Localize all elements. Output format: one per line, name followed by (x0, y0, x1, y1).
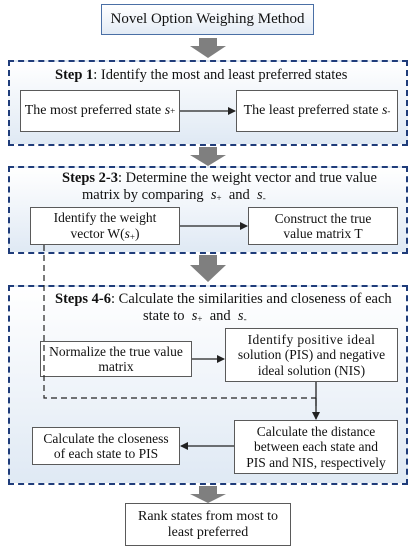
big-arrow-1 (190, 38, 226, 58)
most-preferred-text: The most preferred state (24, 103, 162, 119)
step3-heading-line1: : Calculate the similarities and closene… (111, 291, 392, 307)
weight-vector-box: Identify the weight vector W(s+) (30, 207, 180, 245)
least-preferred-box: The least preferred state s- (236, 90, 398, 132)
step3-s-minus: s (237, 307, 244, 324)
step3-heading-label: Steps 4-6 (55, 291, 111, 307)
normalize-box: Normalize the true value matrix (40, 341, 192, 377)
rank-states-box: Rank states from most to least preferred (125, 503, 291, 546)
s-plus-symbol: s (164, 103, 171, 119)
normalize-line2: matrix (98, 359, 134, 374)
pis-nis-box: Identify positive ideal solution (PIS) a… (225, 328, 398, 382)
step2-s-minus-sub: - (262, 192, 266, 203)
step3-heading: Steps 4-6: Calculate the similarities an… (55, 291, 392, 324)
weight-vector-line1: Identify the weight (53, 210, 157, 226)
least-preferred-text: The least preferred state (243, 103, 379, 119)
weight-vector-s: s (124, 225, 130, 241)
pis-nis-line2: solution (PIS) and negative (237, 347, 386, 363)
rank-line2: least preferred (167, 524, 249, 540)
step3-s-plus: s (191, 307, 198, 324)
big-arrow-2 (190, 147, 226, 166)
weight-vector-s-sub: + (129, 231, 135, 242)
closeness-box: Calculate the closeness of each state to… (32, 427, 180, 465)
true-value-matrix-box: Construct the true value matrix T (248, 207, 398, 245)
s-plus-subscript: + (170, 105, 176, 116)
step1-heading-text: : Identify the most and least preferred … (93, 67, 348, 83)
distance-line3: PIS and NIS, respectively (246, 454, 386, 470)
s-minus-symbol: s (381, 103, 388, 119)
big-arrow-3 (190, 255, 226, 282)
title-text: Novel Option Weighing Method (110, 11, 305, 28)
most-preferred-box: The most preferred state s+ (20, 90, 180, 132)
distance-line1: Calculate the distance (256, 424, 376, 440)
true-value-matrix-line1: Construct the true (274, 210, 372, 226)
step1-heading: Step 1: Identify the most and least pref… (55, 67, 347, 84)
step2-s-plus-sub: + (216, 192, 222, 203)
step2-s-minus: s (257, 186, 263, 203)
normalize-line1: Normalize the true value (49, 343, 183, 359)
title-box: Novel Option Weighing Method (101, 4, 314, 35)
step3-heading-and: and (209, 307, 231, 324)
step1-heading-label: Step 1 (55, 67, 94, 83)
closeness-line2: of each state to PIS (53, 446, 159, 461)
rank-line1: Rank states from most to (138, 508, 278, 524)
step3-s-minus-sub: - (243, 313, 247, 324)
pis-nis-line1: Identify positive ideal (247, 332, 376, 348)
distance-box: Calculate the distance between each stat… (234, 420, 398, 474)
step2-heading-and: and (228, 186, 250, 203)
step2-heading: Steps 2-3: Determine the weight vector a… (62, 170, 377, 203)
closeness-line1: Calculate the closeness (43, 430, 169, 446)
dashed-weight-link (43, 245, 316, 399)
s-minus-subscript: - (387, 105, 391, 116)
step3-heading-line2: state to (143, 307, 185, 324)
step2-heading-label: Steps 2-3 (62, 170, 118, 186)
step3-s-plus-sub: + (197, 313, 203, 324)
step2-s-plus: s (210, 186, 217, 203)
big-arrow-4 (190, 486, 226, 503)
weight-vector-line2: vector W( (70, 225, 125, 241)
step2-heading-line2: matrix by comparing (82, 186, 204, 203)
step2-heading-line1: : Determine the weight vector and true v… (118, 170, 377, 186)
weight-vector-close: ) (134, 225, 140, 241)
distance-line2: between each state and (253, 439, 379, 455)
true-value-matrix-line2: value matrix T (283, 226, 363, 241)
pis-nis-line3: ideal solution (NIS) (257, 362, 366, 378)
